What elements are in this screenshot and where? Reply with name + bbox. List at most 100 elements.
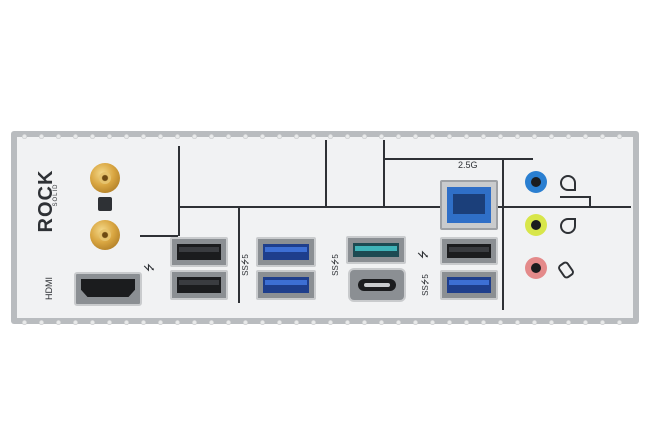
- emi-bump: [141, 134, 146, 139]
- emi-bump: [22, 134, 27, 139]
- emi-bump: [549, 320, 554, 325]
- emi-bump: [413, 134, 418, 139]
- lan-speed-label: 2.5G: [458, 160, 478, 170]
- brand-subname: SOLID: [53, 183, 59, 207]
- emi-bump: [362, 134, 367, 139]
- emi-bump: [141, 320, 146, 325]
- emi-bump: [294, 134, 299, 139]
- emi-bump: [311, 134, 316, 139]
- emi-bump: [192, 320, 197, 325]
- emi-bump: [56, 320, 61, 325]
- emi-bump: [328, 134, 333, 139]
- rj45-lan-port[interactable]: [440, 180, 498, 230]
- emi-bump: [345, 320, 350, 325]
- hdmi-port[interactable]: [74, 272, 142, 306]
- emi-bump: [22, 320, 27, 325]
- emi-bump: [481, 320, 486, 325]
- emi-bump: [175, 320, 180, 325]
- usb2-port-bottom[interactable]: [170, 270, 228, 300]
- emi-bump: [277, 320, 282, 325]
- emi-bump: [549, 134, 554, 139]
- divider-line: [502, 160, 504, 310]
- usb-c-port[interactable]: [348, 268, 406, 302]
- divider-line: [589, 196, 591, 208]
- emi-bump: [515, 134, 520, 139]
- emi-bump: [532, 320, 537, 325]
- divider-line: [178, 146, 180, 236]
- audio-jack-mic[interactable]: [525, 257, 547, 279]
- audio-jack-line-out[interactable]: [525, 214, 547, 236]
- emi-bump: [260, 320, 265, 325]
- line-in-icon: [560, 175, 576, 191]
- emi-bump: [430, 320, 435, 325]
- emi-bump: [515, 320, 520, 325]
- divider-line: [140, 235, 178, 237]
- usb-symbol-label-2: ⭍: [418, 249, 431, 260]
- emi-bump: [464, 320, 469, 325]
- emi-bump: [243, 134, 248, 139]
- emi-bump: [447, 320, 452, 325]
- antenna-connector-1[interactable]: [90, 163, 120, 193]
- usb3-port-right-top[interactable]: [440, 237, 498, 265]
- emi-bump: [39, 134, 44, 139]
- emi-bump: [209, 320, 214, 325]
- divider-line: [383, 140, 385, 208]
- emi-bump: [226, 320, 231, 325]
- emi-bump: [107, 134, 112, 139]
- emi-bump: [73, 134, 78, 139]
- emi-bump: [124, 320, 129, 325]
- emi-bump: [617, 134, 622, 139]
- emi-bump: [413, 320, 418, 325]
- hdmi-label: HDMI: [44, 277, 54, 300]
- emi-bump: [209, 134, 214, 139]
- emi-bump: [90, 320, 95, 325]
- usb3-port-bottom[interactable]: [256, 270, 316, 300]
- emi-bump: [447, 134, 452, 139]
- emi-bump: [498, 320, 503, 325]
- divider-line: [238, 208, 240, 303]
- emi-bump: [532, 134, 537, 139]
- ss5-label-3: SS⭍5: [420, 274, 430, 296]
- divider-line: [383, 206, 631, 208]
- emi-bump: [566, 320, 571, 325]
- emi-bump: [379, 320, 384, 325]
- emi-bump: [464, 134, 469, 139]
- usb2-port-top[interactable]: [170, 237, 228, 267]
- line-out-icon: [560, 218, 576, 234]
- divider-line: [325, 140, 327, 208]
- emi-bump: [39, 320, 44, 325]
- emi-bump: [566, 134, 571, 139]
- emi-bump: [583, 320, 588, 325]
- emi-bump: [379, 134, 384, 139]
- emi-bump: [277, 134, 282, 139]
- emi-bump: [430, 134, 435, 139]
- audio-jack-line-in[interactable]: [525, 171, 547, 193]
- usb3-port-top[interactable]: [256, 237, 316, 267]
- emi-bump: [226, 134, 231, 139]
- emi-bump: [600, 134, 605, 139]
- emi-bump: [583, 134, 588, 139]
- ss5-label: SS⭍5: [240, 254, 250, 276]
- emi-bump: [396, 320, 401, 325]
- rock-solid-logo: ROCK SOLID: [24, 150, 64, 250]
- emi-bump: [243, 320, 248, 325]
- emi-bump: [481, 134, 486, 139]
- usb-symbol-label: ⭍: [144, 262, 157, 273]
- emi-bump: [73, 320, 78, 325]
- emi-bump: [345, 134, 350, 139]
- emi-bump: [90, 134, 95, 139]
- emi-bump: [175, 134, 180, 139]
- emi-bump: [600, 320, 605, 325]
- emi-bump: [158, 320, 163, 325]
- ss5-label-2: SS⭍5: [330, 254, 340, 276]
- emi-bump: [260, 134, 265, 139]
- usb3-teal-port[interactable]: [346, 236, 406, 264]
- emi-bump: [396, 134, 401, 139]
- emi-bump: [362, 320, 367, 325]
- wifi-icon: [98, 197, 112, 211]
- emi-bump: [311, 320, 316, 325]
- usb3-port-right-bottom[interactable]: [440, 270, 498, 300]
- emi-bump: [158, 134, 163, 139]
- divider-line: [560, 196, 590, 198]
- antenna-connector-2[interactable]: [90, 220, 120, 250]
